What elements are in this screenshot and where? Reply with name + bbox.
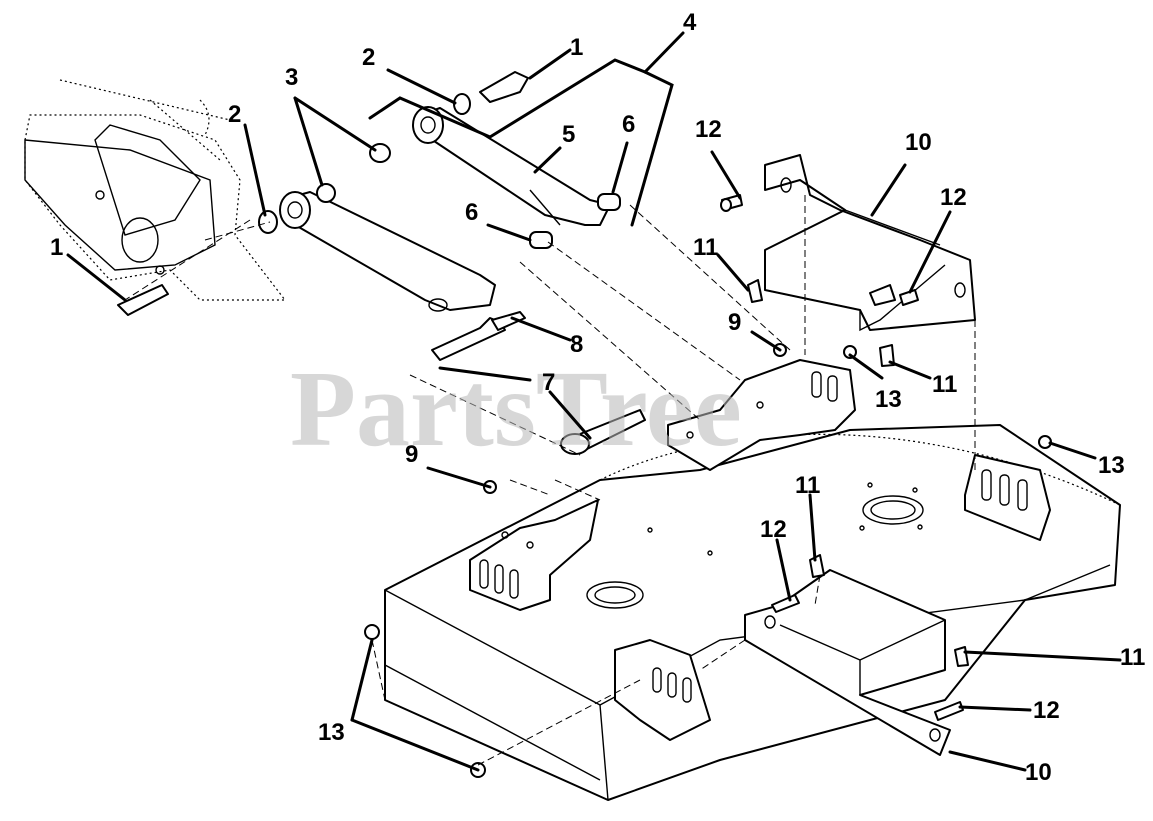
callout-6-upper: 6	[622, 111, 635, 138]
callout-11-upper-right: 11	[932, 371, 957, 398]
callout-12-top-right: 12	[940, 184, 967, 211]
bolts	[117, 71, 529, 316]
callout-11-lower: 11	[795, 472, 820, 499]
bushings	[529, 193, 621, 249]
callout-6-lower: 6	[465, 199, 478, 226]
deck-bracket-front	[614, 639, 711, 741]
callout-13-right: 13	[1098, 452, 1125, 479]
callout-1-left: 1	[50, 234, 63, 261]
callout-10-lower: 10	[1025, 759, 1052, 786]
callout-4: 4	[683, 9, 697, 36]
callout-2-top: 2	[362, 44, 375, 71]
deck-bracket-rear	[667, 359, 856, 471]
screws-clips	[720, 194, 969, 721]
callout-8: 8	[570, 331, 583, 358]
leader-lines	[66, 31, 1122, 772]
alignment-lines	[124, 195, 976, 766]
callout-5: 5	[562, 121, 575, 148]
callout-12-lower: 12	[760, 516, 787, 543]
deck-bracket-left	[469, 499, 599, 611]
hardware	[258, 93, 1052, 778]
callout-9-right: 9	[728, 309, 741, 336]
pivot-pins	[431, 311, 646, 455]
lift-arm-lower	[279, 191, 496, 312]
callout-9-left: 9	[405, 441, 418, 468]
watermark: PartsTree	[290, 350, 742, 469]
cover-lower	[744, 569, 951, 756]
callout-12-top-left: 12	[695, 116, 722, 143]
cover-upper	[764, 154, 976, 332]
callout-12-right: 12	[1033, 697, 1060, 724]
callout-7: 7	[542, 369, 555, 396]
callout-13-left: 13	[318, 719, 345, 746]
callout-labels: 1 2 3 2 1 4 5 6 6 7 8 9 9 10 12 12 11 11…	[50, 9, 1145, 786]
lift-arm-upper	[412, 106, 611, 226]
callout-2-left: 2	[228, 101, 241, 128]
callout-11-right: 11	[1120, 644, 1145, 671]
callout-13-center: 13	[875, 386, 902, 413]
callout-1-top: 1	[570, 34, 583, 61]
callout-3: 3	[285, 64, 298, 91]
callout-11-upper-left: 11	[693, 234, 718, 261]
tractor-frame	[24, 79, 287, 301]
callout-10-upper: 10	[905, 129, 932, 156]
